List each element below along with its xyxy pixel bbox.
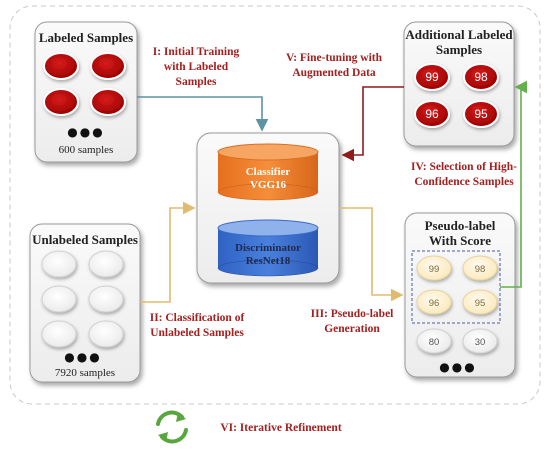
step-3-line2: Generation: [324, 323, 380, 335]
discriminator-label-line2: ResNet18: [246, 255, 291, 267]
pseudo-score: 98: [475, 264, 486, 275]
unlabeled-sample: [41, 250, 77, 278]
step-5-line2: Augmented Data: [292, 67, 376, 79]
pseudo-panel-title-line2: With Score: [429, 233, 491, 248]
step-1-label: I: Initial Training with Labeled Samples: [153, 46, 240, 88]
labeled-sample: [90, 52, 126, 80]
discriminator-cylinder: Discriminator ResNet18: [217, 219, 319, 277]
arrow-pseudo-label-generation: [339, 207, 404, 302]
pseudo-sample-high: [462, 255, 498, 281]
pseudo-panel-title-line1: Pseudo-label: [425, 218, 496, 233]
step-1-line2: with Labeled: [164, 61, 229, 73]
step-2-label: II: Classification of Unlabeled Samples: [150, 312, 245, 339]
pseudo-sample-high: [416, 255, 452, 281]
unlabeled-sample: [88, 285, 124, 313]
additional-panel-title-line1: Additional Labeled: [405, 27, 513, 42]
labeled-sample: [43, 52, 79, 80]
unlabeled-samples-panel: Unlabeled Samples ●●● 7920 samples: [29, 223, 141, 383]
unlabeled-sample: [88, 250, 124, 278]
step-6-label: VI: Iterative Refinement: [220, 422, 342, 434]
additional-sample: [414, 100, 450, 128]
labeled-sample-count: 600 samples: [59, 144, 114, 156]
step-2-line1: II: Classification of: [150, 312, 245, 324]
arrow-selection: [500, 80, 528, 288]
pseudo-sample-high: [462, 289, 498, 315]
step-5-label: V: Fine-tuning with Augmented Data: [286, 52, 383, 79]
unlabeled-sample: [41, 320, 77, 348]
additional-score: 98: [474, 70, 488, 84]
labeled-more-dots: ●●●: [67, 125, 104, 139]
additional-panel-title-line2: Samples: [436, 42, 482, 57]
additional-score: 95: [474, 107, 488, 121]
pseudo-label-panel: Pseudo-label With Score 99 98 96 95 80 3…: [404, 212, 516, 378]
step-4-label: IV: Selection of High- Confidence Sample…: [411, 161, 517, 188]
step-5-line1: V: Fine-tuning with: [286, 52, 383, 64]
additional-sample: [463, 100, 499, 128]
additional-sample: [414, 63, 450, 91]
step-2-line2: Unlabeled Samples: [150, 327, 244, 339]
labeled-samples-panel: Labeled Samples ●●● 600 samples: [34, 21, 138, 163]
step-1-line3: Samples: [176, 76, 217, 88]
classifier-cylinder: Classifier VGG16: [217, 143, 319, 201]
additional-sample: [463, 63, 499, 91]
unlabeled-panel-title: Unlabeled Samples: [32, 232, 138, 247]
step-3-line1: III: Pseudo-label: [311, 308, 394, 320]
step-4-line2: Confidence Samples: [414, 176, 514, 188]
pseudo-score: 30: [475, 337, 486, 348]
step-3-label: III: Pseudo-label Generation: [311, 308, 394, 335]
labeled-sample: [43, 88, 79, 116]
labeled-sample: [90, 88, 126, 116]
classifier-label-line1: Classifier: [246, 166, 291, 178]
unlabeled-sample-count: 7920 samples: [55, 367, 115, 379]
pseudo-sample-low: [416, 328, 452, 354]
pseudo-score: 99: [429, 264, 440, 275]
pseudo-score: 95: [475, 298, 486, 309]
classifier-label-line2: VGG16: [250, 179, 287, 191]
arrow-fine-tuning: [341, 86, 404, 162]
unlabeled-more-dots: ●●●: [64, 350, 101, 364]
labeled-panel-title: Labeled Samples: [39, 30, 133, 45]
additional-labeled-panel: Additional Labeled Samples 99 98 96 95: [403, 21, 515, 147]
pseudo-sample-low: [462, 328, 498, 354]
pseudo-score: 96: [429, 298, 440, 309]
discriminator-label-line1: Discriminator: [235, 242, 301, 254]
pseudo-sample-high: [416, 289, 452, 315]
model-panel: Classifier VGG16 Discriminator ResNet18: [196, 132, 340, 284]
outer-dashed-frame: [9, 5, 541, 405]
unlabeled-sample: [88, 320, 124, 348]
refresh-cycle-icon: [156, 410, 188, 444]
additional-score: 99: [425, 70, 439, 84]
additional-score: 96: [425, 107, 439, 121]
arrow-classification: [140, 201, 196, 303]
arrow-initial-training: [137, 96, 269, 132]
step-1-line1: I: Initial Training: [153, 46, 240, 58]
step-4-line1: IV: Selection of High-: [411, 161, 517, 173]
pseudo-score: 80: [429, 337, 440, 348]
unlabeled-sample: [41, 285, 77, 313]
pseudo-more-dots: ●●●: [439, 360, 476, 374]
